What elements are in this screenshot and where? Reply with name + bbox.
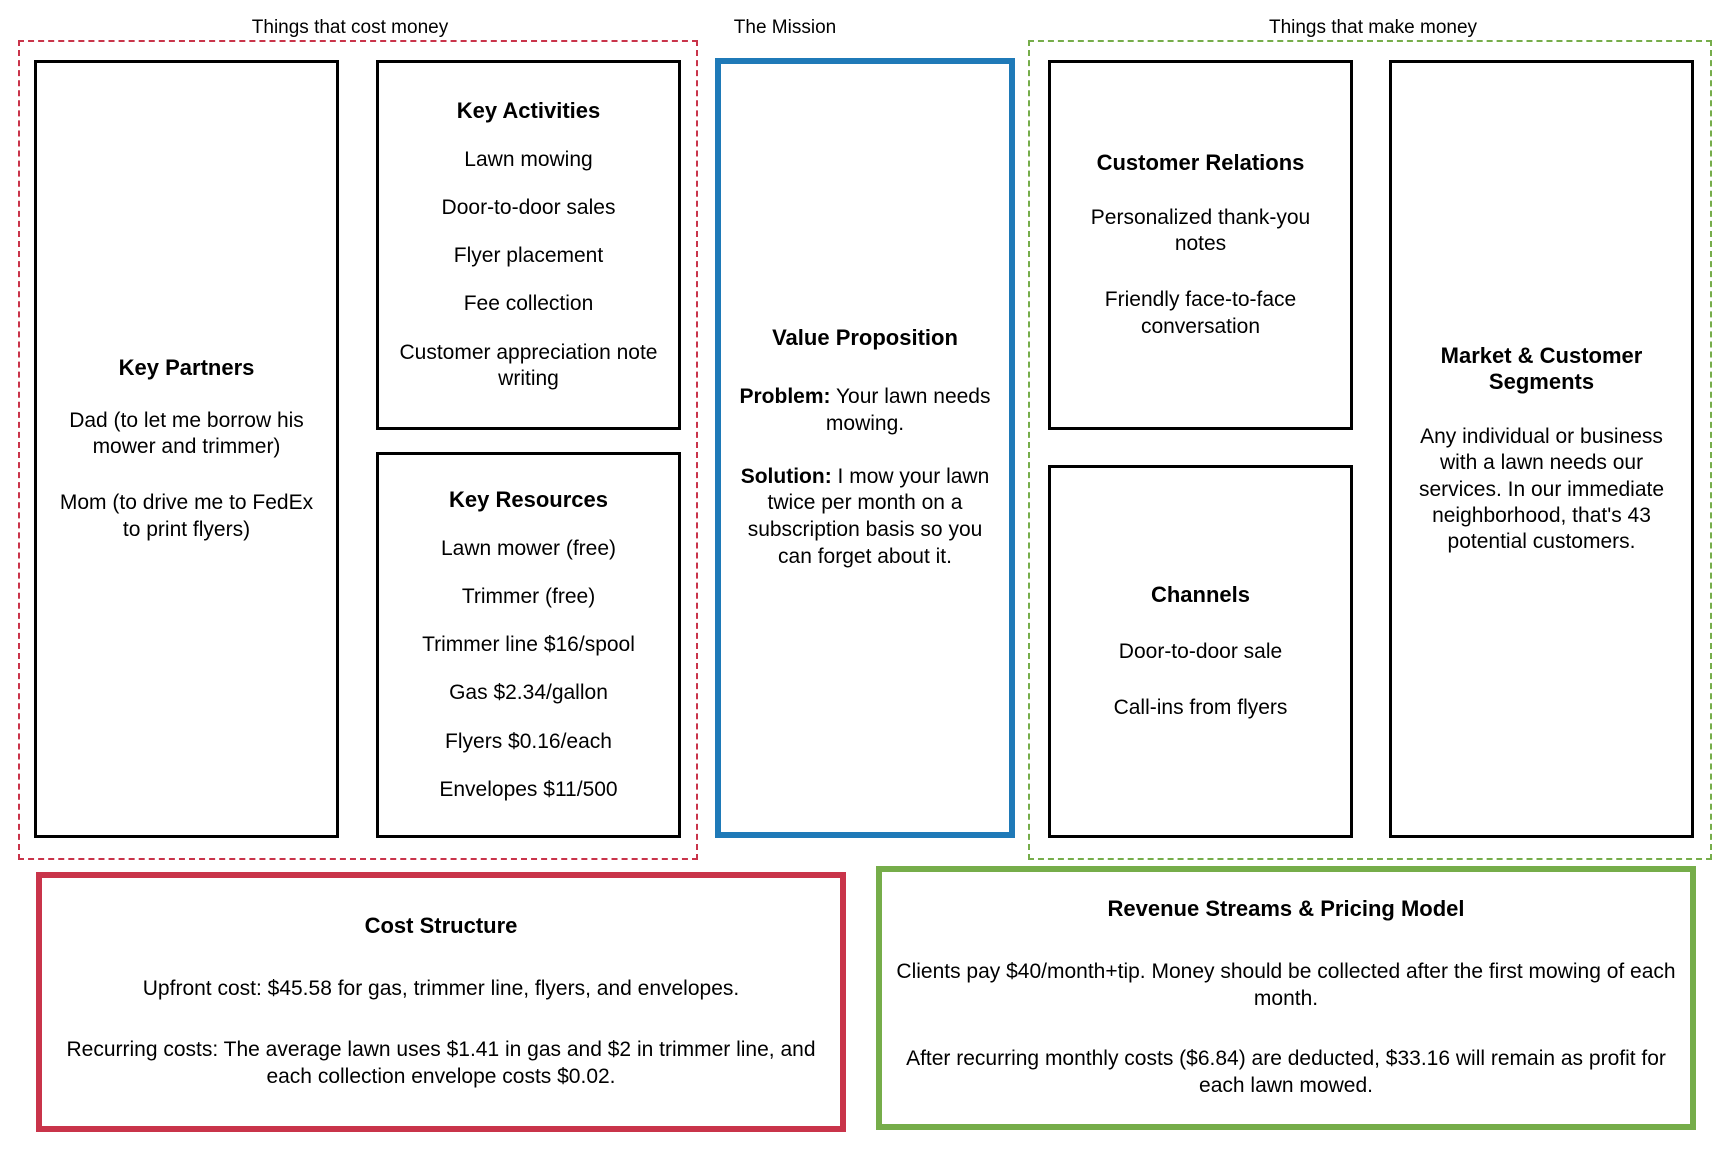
key-resources-line-5: Envelopes $11/500 — [439, 777, 618, 801]
channels-line-0: Door-to-door sale — [1118, 639, 1283, 663]
card-customer-relations[interactable]: Customer Relations Personalized thank-yo… — [1048, 60, 1353, 430]
revenue-streams-paragraph-0: Clients pay $40/month+tip. Money should … — [896, 959, 1676, 1010]
zone-label-make: Things that make money — [1268, 17, 1478, 38]
value-proposition-problem: Problem: Your lawn needs mowing. — [735, 384, 995, 438]
solution-label: Solution: — [740, 464, 832, 488]
zone-label-cost: Things that cost money — [251, 17, 449, 38]
key-resources-line-1: Trimmer (free) — [461, 584, 596, 608]
zone-frame-make — [1028, 40, 1712, 860]
key-resources-line-0: Lawn mower (free) — [440, 536, 617, 560]
key-activities-line-1: Door-to-door sales — [441, 195, 616, 219]
card-revenue-streams[interactable]: Revenue Streams & Pricing Model Clients … — [876, 866, 1696, 1130]
card-market-customer-segments[interactable]: Market & Customer Segments Any individua… — [1389, 60, 1694, 838]
key-activities-line-2: Flyer placement — [453, 244, 604, 268]
cost-structure-paragraph-0: Upfront cost: $45.58 for gas, trimmer li… — [142, 977, 740, 1001]
zone-frame-cost — [18, 40, 698, 860]
value-proposition-solution: Solution: I mow your lawn twice per mont… — [735, 464, 995, 572]
card-value-proposition[interactable]: Value Proposition Problem: Your lawn nee… — [715, 58, 1015, 838]
card-channels[interactable]: Channels Door-to-door sale Call-ins from… — [1048, 465, 1353, 838]
card-key-partners[interactable]: Key Partners Dad (to let me borrow his m… — [34, 60, 339, 838]
key-resources-title: Key Resources — [449, 486, 608, 512]
key-resources-line-3: Gas $2.34/gallon — [449, 681, 608, 705]
problem-label: Problem: — [739, 384, 831, 408]
key-activities-line-0: Lawn mowing — [464, 147, 593, 171]
card-cost-structure[interactable]: Cost Structure Upfront cost: $45.58 for … — [36, 872, 846, 1132]
card-key-resources[interactable]: Key Resources Lawn mower (free) Trimmer … — [376, 452, 681, 838]
cost-structure-paragraph-1: Recurring costs: The average lawn uses $… — [66, 1037, 816, 1088]
key-partners-title: Key Partners — [118, 355, 255, 381]
problem-text: Your lawn needs mowing. — [825, 384, 991, 435]
zone-label-mission: The Mission — [733, 17, 837, 38]
customer-relations-line-1: Friendly face-to-face conversation — [1104, 288, 1297, 338]
revenue-streams-title: Revenue Streams & Pricing Model — [1107, 895, 1465, 921]
revenue-streams-paragraph-1: After recurring monthly costs ($6.84) ar… — [906, 1047, 1666, 1098]
key-resources-line-4: Flyers $0.16/each — [445, 729, 612, 753]
cost-structure-title: Cost Structure — [364, 913, 518, 939]
card-key-activities[interactable]: Key Activities Lawn mowing Door-to-door … — [376, 60, 681, 430]
key-resources-line-2: Trimmer line $16/spool — [422, 633, 635, 657]
channels-line-1: Call-ins from flyers — [1113, 695, 1288, 719]
key-activities-title: Key Activities — [456, 97, 601, 123]
market-segments-line-0: Any individual or business with a lawn n… — [1418, 425, 1665, 554]
customer-relations-title: Customer Relations — [1096, 150, 1305, 176]
key-activities-line-3: Fee collection — [463, 292, 594, 316]
channels-title: Channels — [1150, 581, 1251, 607]
key-partners-line-0: Dad (to let me borrow his mower and trim… — [69, 408, 304, 459]
customer-relations-line-0: Personalized thank-you notes — [1090, 205, 1311, 256]
value-proposition-title: Value Proposition — [772, 324, 958, 350]
market-segments-title: Market & Customer Segments — [1440, 342, 1643, 395]
key-activities-line-4: Customer appreciation note writing — [399, 340, 658, 390]
solution-text: I mow your lawn twice per month on a sub… — [747, 464, 990, 569]
key-partners-line-1: Mom (to drive me to FedEx to print flyer… — [59, 491, 314, 541]
